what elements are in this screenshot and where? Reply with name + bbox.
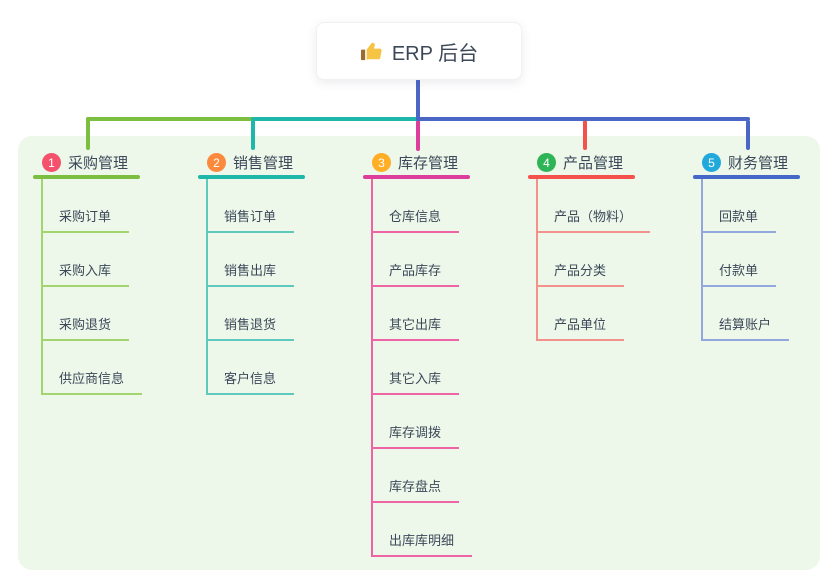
topic-node[interactable]: 产品单位 (538, 287, 625, 341)
connector-bus-left-teal (251, 117, 418, 121)
badge-2: 2 (207, 153, 226, 172)
connector-bus-left-green (86, 117, 253, 121)
branch-product-management: 4 产品管理 产品（物料） 产品分类 产品单位 (528, 150, 651, 341)
branch-inventory-header[interactable]: 3 库存管理 (363, 150, 472, 175)
branch-purchase-underline (33, 175, 140, 179)
topic-node[interactable]: 出库库明细 (373, 503, 473, 557)
topic-node[interactable]: 结算账户 (703, 287, 790, 341)
thumbs-up-icon (360, 40, 383, 63)
topic-node[interactable]: 仓库信息 (373, 179, 460, 233)
connector-bus-right-blue (416, 117, 750, 121)
connector-drop-inventory (416, 120, 420, 151)
topic-node[interactable]: 供应商信息 (43, 341, 143, 395)
mindmap-background-panel (18, 136, 820, 570)
branch-product-header[interactable]: 4 产品管理 (528, 150, 650, 175)
topic-node[interactable]: 产品分类 (538, 233, 625, 287)
branch-purchase-children: 采购订单 采购入库 采购退货 供应商信息 (41, 179, 143, 395)
topic-node[interactable]: 客户信息 (208, 341, 295, 395)
topic-node[interactable]: 库存调拨 (373, 395, 460, 449)
badge-3: 3 (372, 153, 391, 172)
branch-purchase-management: 1 采购管理 采购订单 采购入库 采购退货 供应商信息 (33, 150, 143, 395)
branch-finance-management: 5 财务管理 回款单 付款单 结算账户 (693, 150, 800, 341)
branch-product-underline (528, 175, 635, 179)
topic-node[interactable]: 采购订单 (43, 179, 130, 233)
branch-sales-underline (198, 175, 305, 179)
branch-finance-header[interactable]: 5 财务管理 (693, 150, 800, 175)
topic-node[interactable]: 产品库存 (373, 233, 460, 287)
topic-node[interactable]: 回款单 (703, 179, 777, 233)
branch-sales-header[interactable]: 2 销售管理 (198, 150, 305, 175)
branch-product-title: 产品管理 (563, 155, 624, 172)
topic-node[interactable]: 销售订单 (208, 179, 295, 233)
badge-5: 5 (702, 153, 721, 172)
branch-purchase-header[interactable]: 1 采购管理 (33, 150, 142, 175)
connector-drop-purchase (86, 117, 90, 150)
topic-node[interactable]: 产品（物料） (538, 179, 651, 233)
branch-sales-management: 2 销售管理 销售订单 销售出库 销售退货 客户信息 (198, 150, 305, 395)
topic-node[interactable]: 付款单 (703, 233, 777, 287)
topic-node[interactable]: 采购入库 (43, 233, 130, 287)
topic-node[interactable]: 库存盘点 (373, 449, 460, 503)
connector-drop-sales (251, 117, 255, 150)
branch-finance-underline (693, 175, 800, 179)
topic-node[interactable]: 销售退货 (208, 287, 295, 341)
badge-1: 1 (42, 153, 61, 172)
root-node-label: ERP 后台 (391, 42, 479, 65)
connector-drop-product (583, 120, 587, 150)
topic-node[interactable]: 销售出库 (208, 233, 295, 287)
connector-root-line (416, 79, 420, 121)
branch-inventory-underline (363, 175, 470, 179)
root-node-erp[interactable]: ERP 后台 (316, 22, 522, 80)
branch-inventory-title: 库存管理 (398, 155, 459, 172)
branch-purchase-title: 采购管理 (68, 155, 129, 172)
branch-inventory-management: 3 库存管理 仓库信息 产品库存 其它出库 其它入库 库存调拨 库存盘点 出库库… (363, 150, 473, 557)
branch-finance-title: 财务管理 (728, 155, 789, 172)
branch-inventory-children: 仓库信息 产品库存 其它出库 其它入库 库存调拨 库存盘点 出库库明细 (371, 179, 473, 557)
branch-product-children: 产品（物料） 产品分类 产品单位 (536, 179, 651, 341)
branch-sales-title: 销售管理 (233, 155, 294, 172)
topic-node[interactable]: 其它出库 (373, 287, 460, 341)
connector-drop-finance (746, 120, 750, 150)
branch-finance-children: 回款单 付款单 结算账户 (701, 179, 800, 341)
badge-4: 4 (537, 153, 556, 172)
topic-node[interactable]: 其它入库 (373, 341, 460, 395)
topic-node[interactable]: 采购退货 (43, 287, 130, 341)
branch-sales-children: 销售订单 销售出库 销售退货 客户信息 (206, 179, 305, 395)
